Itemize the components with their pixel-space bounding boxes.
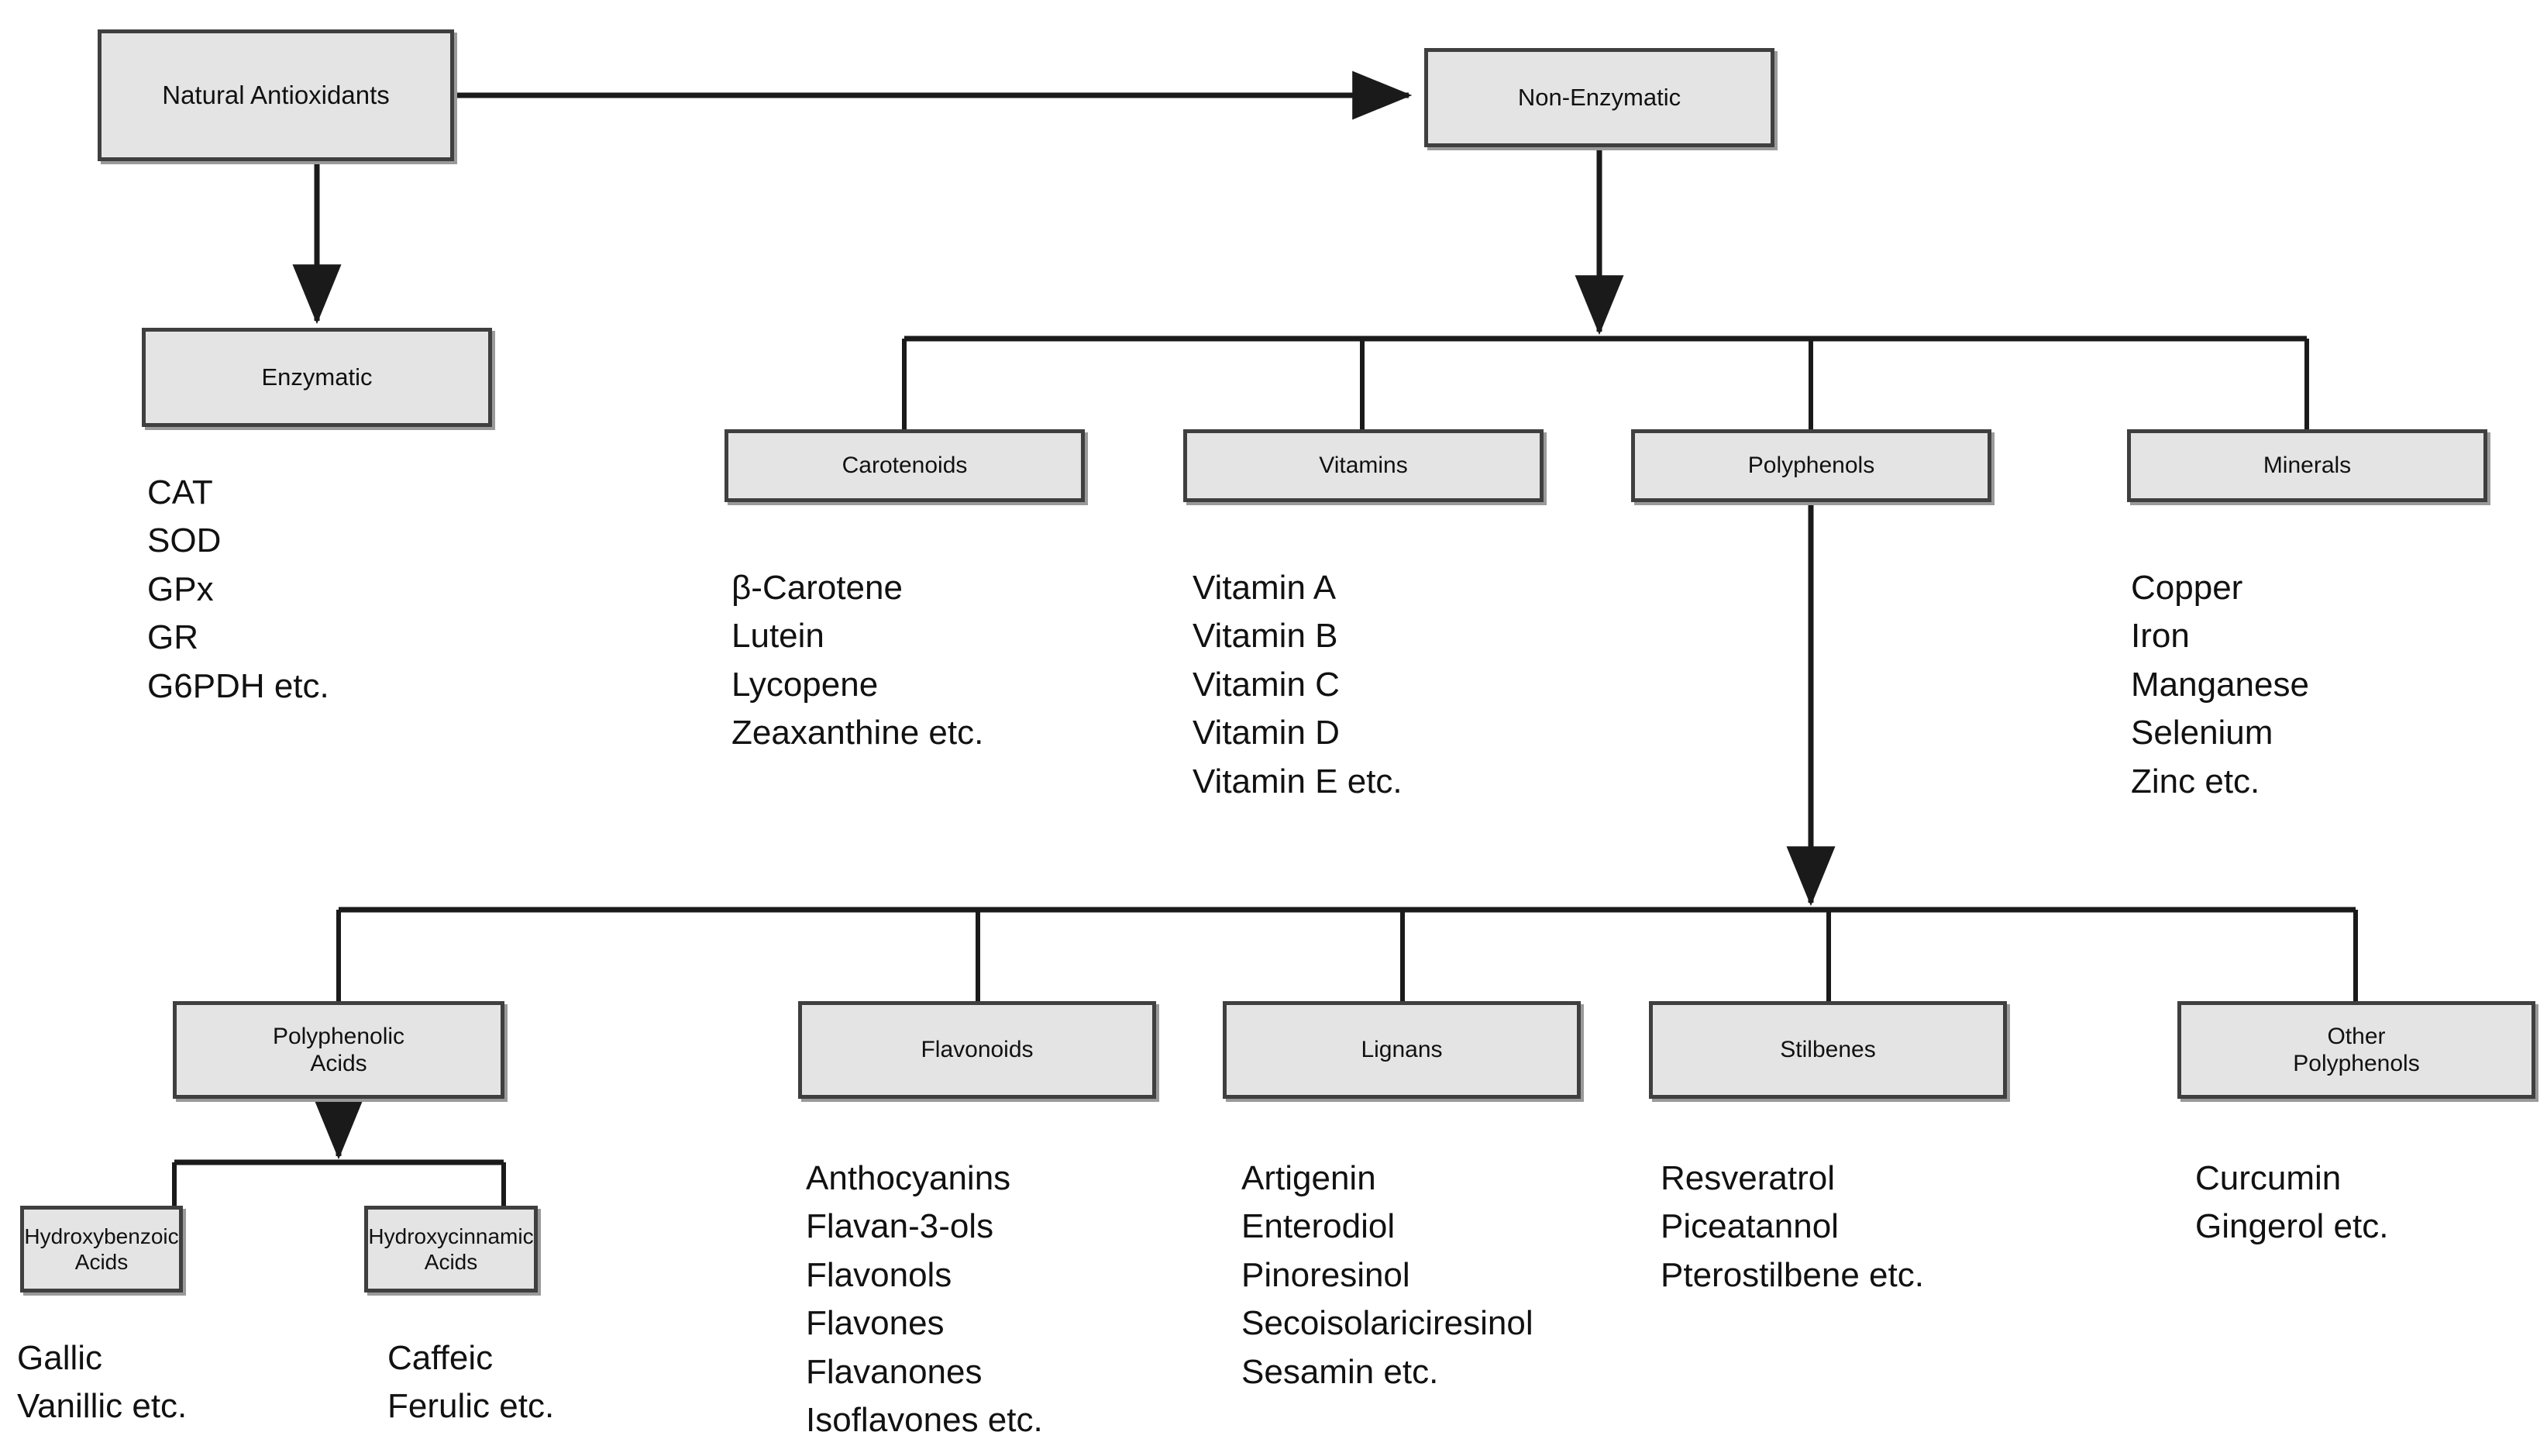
node-natural-antioxidants[interactable]: Natural Antioxidants [98,29,454,161]
node-hydroxybenzoic-acids[interactable]: Hydroxybenzoic Acids [20,1206,183,1293]
node-label: Non-Enzymatic [1517,83,1681,111]
node-lignans[interactable]: Lignans [1223,1001,1581,1099]
node-vitamins[interactable]: Vitamins [1183,429,1544,502]
list-stilbenes-items: Resveratrol Piceatannol Pterostilbene et… [1661,1159,1924,1294]
list-minerals-items: Copper Iron Manganese Selenium Zinc etc. [2131,569,2309,800]
node-flavonoids[interactable]: Flavonoids [798,1001,1156,1099]
node-minerals[interactable]: Minerals [2127,429,2487,502]
list-vitamins-items: Vitamin A Vitamin B Vitamin C Vitamin D … [1193,569,1403,800]
node-label: Enzymatic [261,363,373,391]
node-label: Carotenoids [842,453,968,479]
node-other-polyphenols[interactable]: Other Polyphenols [2177,1001,2535,1099]
bus-tier-2 [902,336,2309,429]
node-polyphenolic-acids[interactable]: Polyphenolic Acids [173,1001,504,1099]
node-label: Polyphenolic Acids [272,1023,405,1076]
list-flavonoids-items: Anthocyanins Flavan-3-ols Flavonols Flav… [806,1159,1043,1440]
node-stilbenes[interactable]: Stilbenes [1649,1001,2007,1099]
node-label: Flavonoids [921,1037,1034,1063]
node-hydroxycinnamic-acids[interactable]: Hydroxycinnamic Acids [364,1206,538,1293]
list-hydroxybenzoic-items: Gallic Vanillic etc. [17,1339,188,1426]
node-label: Natural Antioxidants [162,80,390,109]
node-label: Hydroxybenzoic Acids [24,1224,179,1274]
node-polyphenols[interactable]: Polyphenols [1631,429,1991,502]
node-label: Lignans [1361,1037,1443,1063]
node-label: Other Polyphenols [2293,1023,2420,1076]
bus-tier-3 [336,907,2358,1001]
node-label: Minerals [2263,453,2352,479]
node-non-enzymatic[interactable]: Non-Enzymatic [1424,48,1774,147]
list-enzymatic-items: CAT SOD GPx GR G6PDH etc. [147,473,329,705]
list-other-polyphenols-items: Curcumin Gingerol etc. [2195,1159,2389,1246]
list-lignans-items: Artigenin Enterodiol Pinoresinol Secoiso… [1241,1159,1533,1391]
node-carotenoids[interactable]: Carotenoids [725,429,1085,502]
node-label: Vitamins [1319,453,1408,479]
node-label: Polyphenols [1747,453,1875,479]
node-label: Hydroxycinnamic Acids [368,1224,534,1274]
list-carotenoids-items: β-Carotene Lutein Lycopene Zeaxanthine e… [731,569,984,752]
bus-tier-4 [172,1159,506,1206]
node-label: Stilbenes [1780,1037,1876,1063]
list-hydroxycinnamic-items: Caffeic Ferulic etc. [387,1339,555,1426]
node-enzymatic[interactable]: Enzymatic [142,328,492,427]
